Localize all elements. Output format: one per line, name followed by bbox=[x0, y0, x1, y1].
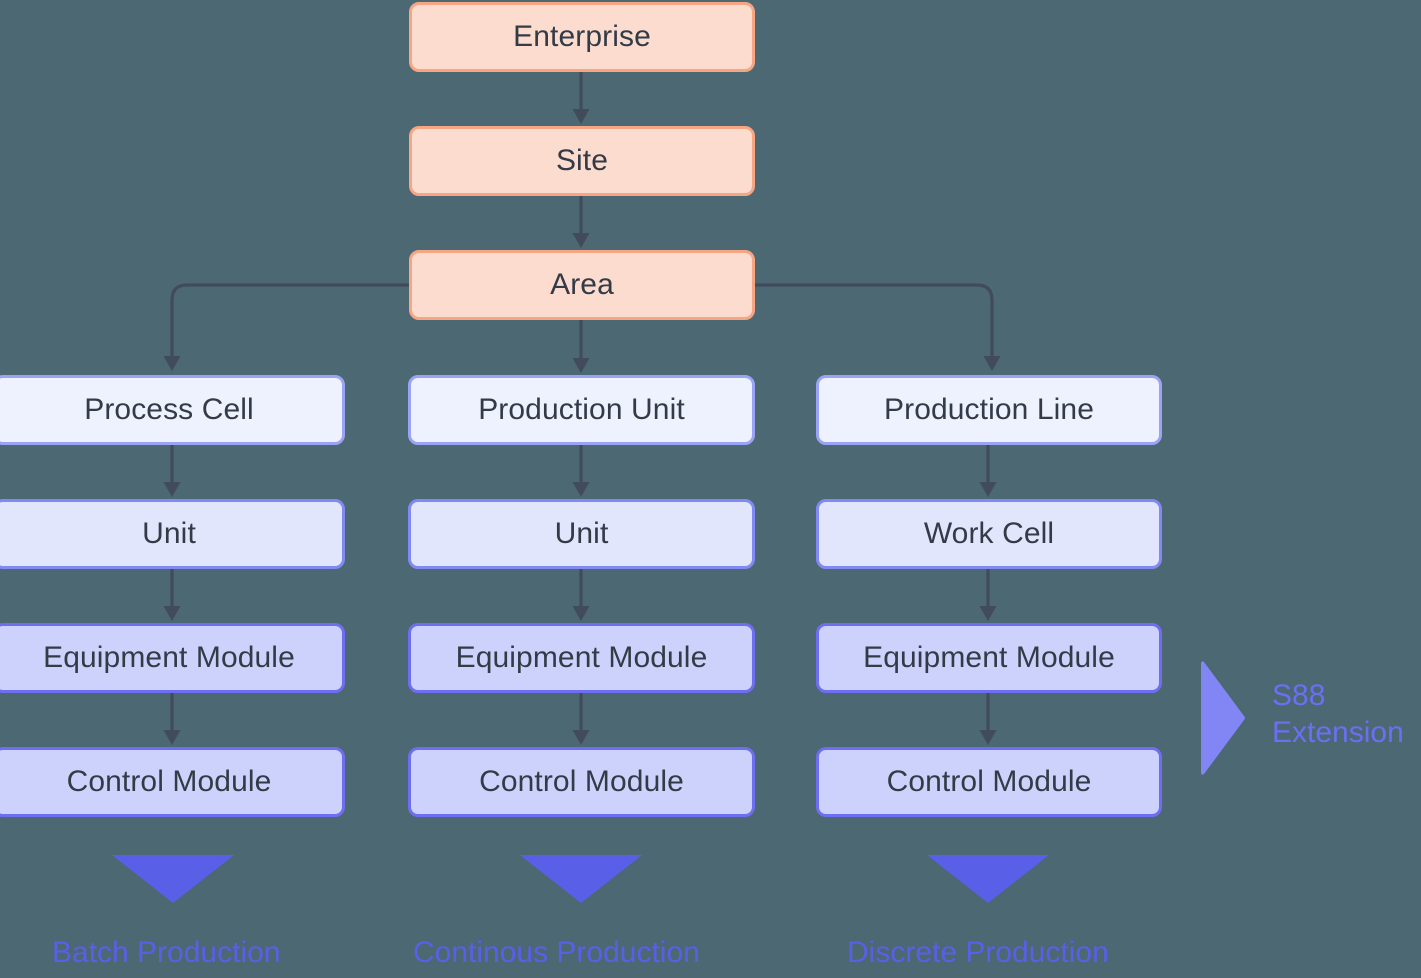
connector-area-branch-center bbox=[565, 320, 597, 375]
connector-work-cell-to-equipment-module bbox=[972, 569, 1004, 623]
node-process-cell[interactable]: Process Cell bbox=[0, 375, 345, 445]
node-control-module-batch[interactable]: Control Module bbox=[0, 747, 345, 817]
connector-area-branch-right bbox=[744, 270, 1004, 375]
node-label: Production Line bbox=[884, 393, 1094, 426]
connector-process-cell-to-unit bbox=[156, 445, 188, 499]
node-area[interactable]: Area bbox=[409, 250, 755, 320]
node-control-module-continuous[interactable]: Control Module bbox=[408, 747, 755, 817]
node-label: Equipment Module bbox=[863, 641, 1115, 674]
node-label: Production Unit bbox=[478, 393, 685, 426]
connector-unit-to-equipment-module-batch bbox=[156, 569, 188, 623]
result-label-batch: Batch Production bbox=[52, 936, 281, 969]
node-production-line[interactable]: Production Line bbox=[816, 375, 1162, 445]
result-arrow-continuous bbox=[520, 855, 642, 903]
connector-enterprise-to-site bbox=[565, 72, 597, 126]
connector-unit-to-equipment-module-continuous bbox=[565, 569, 597, 623]
node-label: Work Cell bbox=[923, 517, 1055, 550]
connector-equipment-to-control-module-batch bbox=[156, 693, 188, 747]
node-label: Equipment Module bbox=[455, 641, 708, 674]
connector-site-to-area bbox=[565, 196, 597, 250]
node-label: Enterprise bbox=[513, 20, 651, 53]
connector-equipment-to-control-module-continuous bbox=[565, 693, 597, 747]
node-equipment-module-continuous[interactable]: Equipment Module bbox=[408, 623, 755, 693]
s88-extension-line2: Extension bbox=[1272, 715, 1404, 749]
node-equipment-module-discrete[interactable]: Equipment Module bbox=[816, 623, 1162, 693]
connector-production-line-to-work-cell bbox=[972, 445, 1004, 499]
node-control-module-discrete[interactable]: Control Module bbox=[816, 747, 1162, 817]
node-label: Site bbox=[555, 144, 609, 177]
node-label: Unit bbox=[554, 517, 609, 550]
node-label: Control Module bbox=[479, 765, 684, 798]
node-unit-continuous[interactable]: Unit bbox=[408, 499, 755, 569]
node-label: Process Cell bbox=[84, 393, 254, 426]
result-label-continuous: Continous Production bbox=[413, 936, 700, 969]
s88-extension-label: S88 Extension bbox=[1272, 678, 1404, 751]
connector-equipment-to-control-module-discrete bbox=[972, 693, 1004, 747]
node-work-cell[interactable]: Work Cell bbox=[816, 499, 1162, 569]
node-label: Unit bbox=[142, 517, 196, 550]
node-label: Equipment Module bbox=[43, 641, 295, 674]
node-site[interactable]: Site bbox=[409, 126, 755, 196]
node-unit-batch[interactable]: Unit bbox=[0, 499, 345, 569]
node-equipment-module-batch[interactable]: Equipment Module bbox=[0, 623, 345, 693]
result-label-discrete: Discrete Production bbox=[847, 936, 1109, 969]
node-label: Control Module bbox=[66, 765, 272, 798]
s88-extension-line1: S88 bbox=[1272, 679, 1326, 712]
connector-production-unit-to-unit bbox=[565, 445, 597, 499]
connector-area-branch-left bbox=[160, 270, 420, 375]
result-arrow-batch bbox=[112, 855, 234, 903]
node-enterprise[interactable]: Enterprise bbox=[409, 2, 755, 72]
node-production-unit[interactable]: Production Unit bbox=[408, 375, 755, 445]
s88-extension-arrow-icon bbox=[1199, 660, 1245, 776]
result-arrow-discrete bbox=[927, 855, 1049, 903]
node-label: Area bbox=[550, 268, 614, 301]
node-label: Control Module bbox=[886, 765, 1092, 798]
